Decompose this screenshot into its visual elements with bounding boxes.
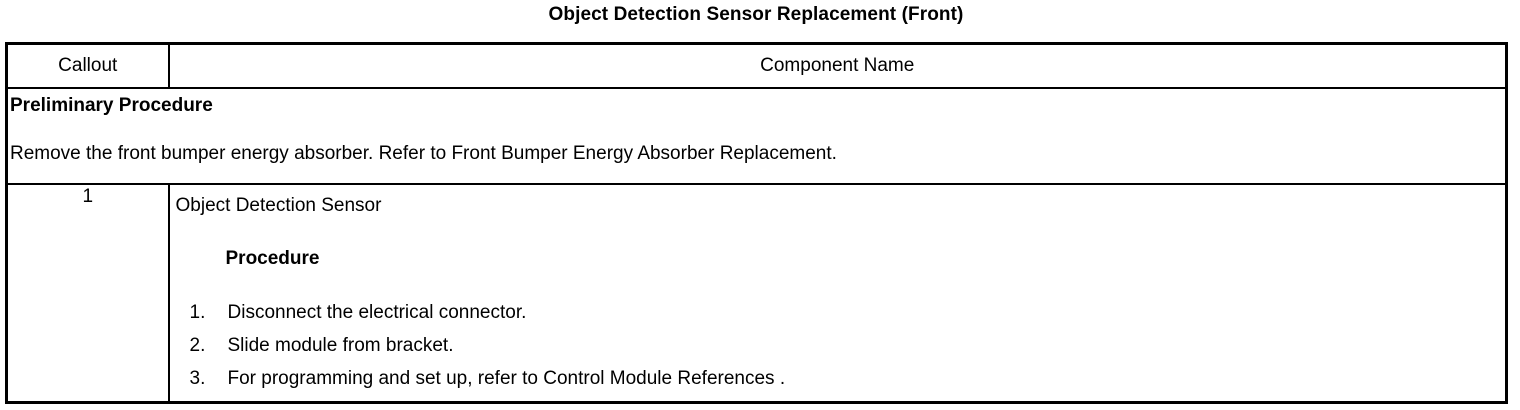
list-item: 1. Disconnect the electrical connector.: [176, 296, 1506, 329]
list-item: 2. Slide module from bracket.: [176, 329, 1506, 362]
step-number: 2.: [189, 335, 206, 356]
column-header-callout: Callout: [5, 42, 170, 89]
procedure-subheading: Procedure: [225, 248, 320, 269]
step-text: Disconnect the electrical connector.: [227, 302, 527, 323]
callout-number: 1: [5, 183, 170, 404]
page-title: Object Detection Sensor Replacement (Fro…: [548, 4, 964, 25]
step-text: Slide module from bracket.: [227, 335, 454, 356]
step-text: For programming and set up, refer to Con…: [227, 368, 786, 389]
preliminary-procedure-heading: Preliminary Procedure: [10, 95, 213, 116]
preliminary-procedure-row: Preliminary Procedure Remove the front b…: [5, 87, 1508, 185]
step-number: 3.: [189, 368, 206, 389]
step-number: 1.: [189, 302, 206, 323]
component-name-label: Object Detection Sensor: [175, 195, 382, 216]
preliminary-procedure-text: Remove the front bumper energy absorber.…: [10, 143, 837, 164]
table-header-row: Callout Component Name: [5, 42, 1508, 89]
column-header-component-name: Component Name: [167, 42, 1508, 89]
table-row: 1 Object Detection Sensor Procedure 1. D…: [5, 183, 1508, 404]
procedure-step-list: 1. Disconnect the electrical connector. …: [176, 296, 1506, 395]
spacer: [10, 119, 1503, 141]
preliminary-procedure-cell: Preliminary Procedure Remove the front b…: [5, 87, 1508, 185]
list-item: 3. For programming and set up, refer to …: [176, 362, 1506, 395]
procedure-table: Callout Component Name Preliminary Proce…: [5, 42, 1508, 404]
component-detail-cell: Object Detection Sensor Procedure 1. Dis…: [167, 183, 1508, 404]
